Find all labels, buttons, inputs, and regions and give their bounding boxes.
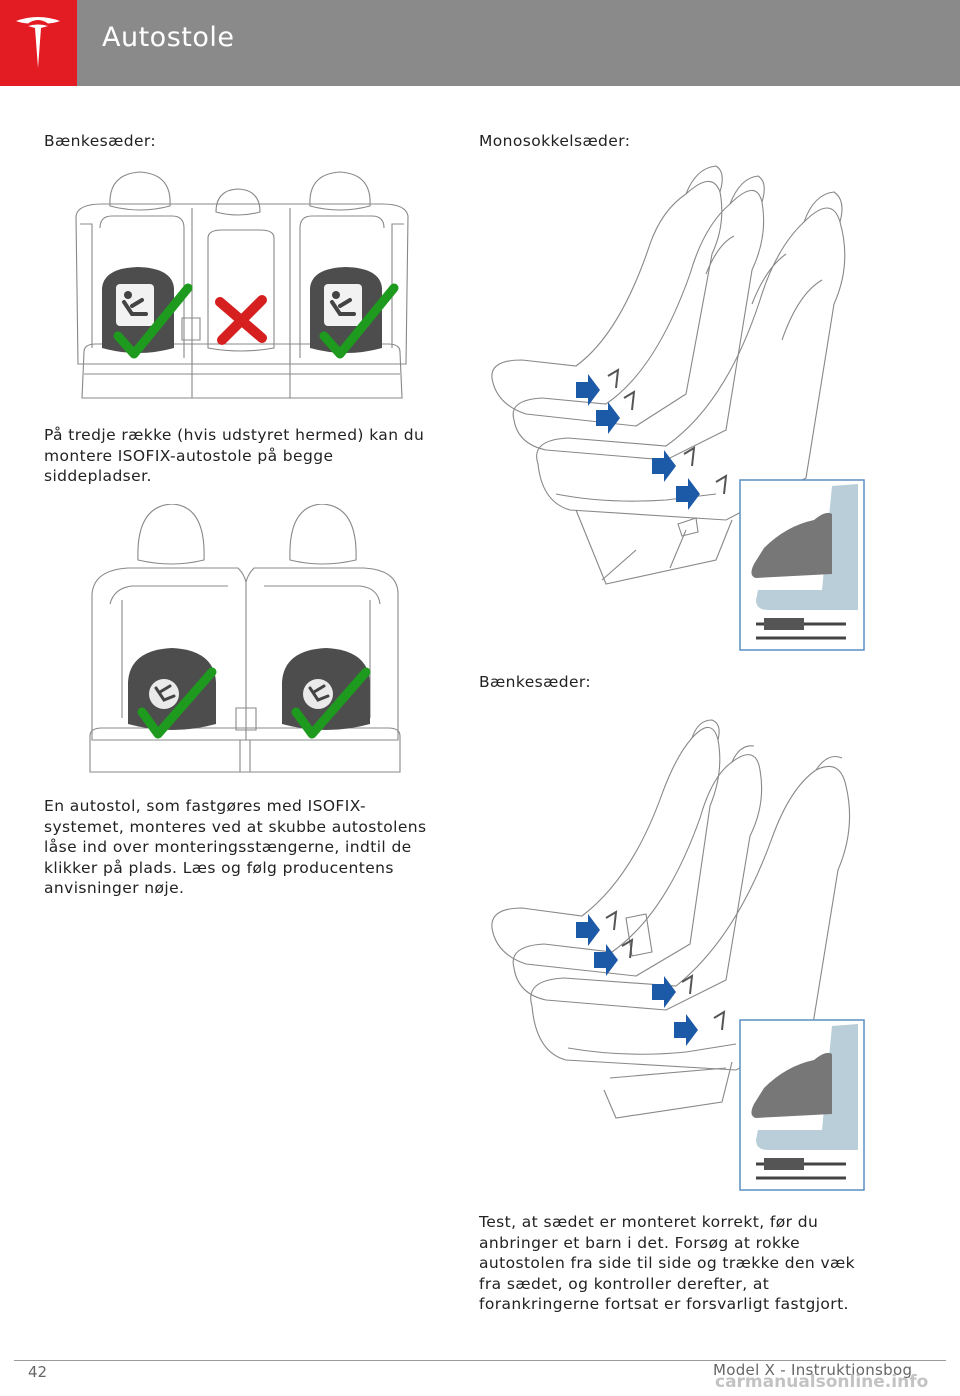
document-name: Model X - Instruktionsbog bbox=[713, 1361, 913, 1379]
third-row-bench-seat-figure bbox=[75, 171, 409, 399]
footer-divider bbox=[14, 1360, 946, 1361]
bench-seat-anchor-figure bbox=[491, 719, 865, 1191]
label-mono-pedestal-seats: Monosokkelsæder: bbox=[479, 132, 631, 150]
two-seat-third-row-figure bbox=[89, 504, 401, 773]
mono-pedestal-seat-figure bbox=[491, 165, 865, 651]
para-test-installation: Test, at sædet er monteret korrekt, før … bbox=[479, 1213, 856, 1313]
logo-box bbox=[0, 0, 77, 86]
header-bar: Autostole bbox=[0, 0, 960, 86]
watermark: carmanualsonline.info bbox=[715, 1372, 929, 1392]
tesla-logo-icon bbox=[16, 17, 60, 68]
label-bench-seats-left: Bænkesæder: bbox=[44, 132, 157, 150]
para-third-row: På tredje række (hvis udstyret hermed) k… bbox=[44, 426, 425, 485]
para-isofix-install: En autostol, som fastgøres med ISOFIX-sy… bbox=[44, 797, 427, 897]
page-number: 42 bbox=[28, 1363, 48, 1381]
page-title: Autostole bbox=[102, 22, 235, 53]
label-bench-seats-right: Bænkesæder: bbox=[479, 673, 592, 691]
